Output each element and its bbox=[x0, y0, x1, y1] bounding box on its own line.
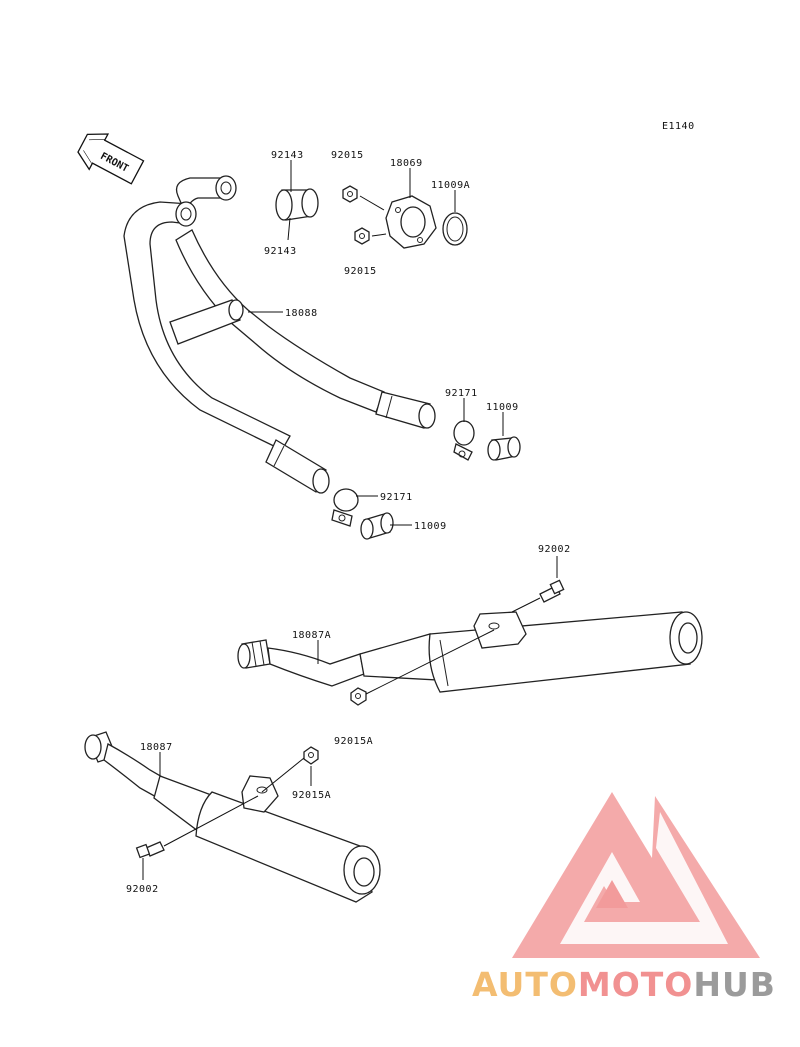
label-92015-bottom: 92015 bbox=[344, 266, 377, 277]
gasket-11009-upper bbox=[487, 436, 521, 461]
label-18088: 18088 bbox=[285, 308, 318, 319]
gasket-92143 bbox=[275, 188, 319, 221]
nut-92015A-upper-icon bbox=[350, 687, 367, 706]
label-18069: 18069 bbox=[390, 158, 423, 169]
label-92143-bottom: 92143 bbox=[264, 246, 297, 257]
label-11009A: 11009A bbox=[431, 180, 470, 191]
bolt-92002-lower-icon bbox=[135, 841, 165, 859]
label-11009-upper: 11009 bbox=[486, 402, 519, 413]
diagram-code: E1140 bbox=[662, 121, 695, 132]
label-18087: 18087 bbox=[140, 742, 173, 753]
clamp-92171-lower bbox=[331, 488, 359, 527]
bolt-92002-upper-icon bbox=[539, 579, 565, 603]
flange-18069 bbox=[385, 195, 437, 249]
label-92015A-upper: 92015A bbox=[334, 736, 373, 747]
label-18087A: 18087A bbox=[292, 630, 331, 641]
muffler-18087A bbox=[237, 611, 703, 693]
label-92015-top: 92015 bbox=[331, 150, 364, 161]
leader-lines bbox=[142, 160, 558, 880]
label-92171-upper: 92171 bbox=[445, 388, 478, 399]
label-11009-lower: 11009 bbox=[414, 521, 447, 532]
label-92171-lower: 92171 bbox=[380, 492, 413, 503]
logo-text-auto: AUTOMOTOHUB bbox=[472, 965, 776, 1004]
logo-hub: HUB bbox=[693, 965, 776, 1004]
logo-auto: AUTO bbox=[472, 965, 578, 1004]
logo-moto: MOTO bbox=[578, 965, 693, 1004]
muffler-18087 bbox=[84, 731, 381, 903]
nut-92015-bottom-icon bbox=[354, 227, 370, 245]
label-92143-top: 92143 bbox=[271, 150, 304, 161]
nut-92015-top-icon bbox=[342, 185, 358, 203]
header-pipe-18088 bbox=[123, 175, 436, 494]
label-92002-lower: 92002 bbox=[126, 884, 159, 895]
clamp-92171-upper bbox=[453, 420, 475, 461]
front-arrow-icon: FRONT bbox=[77, 133, 145, 185]
gasket-11009A bbox=[442, 212, 468, 246]
label-92015A-lower: 92015A bbox=[292, 790, 331, 801]
nut-92015A-lower-icon bbox=[303, 746, 319, 765]
automotohub-logo: AUTOMOTOHUB bbox=[472, 792, 776, 1004]
label-92002-upper: 92002 bbox=[538, 544, 571, 555]
gasket-11009-lower bbox=[360, 512, 394, 540]
